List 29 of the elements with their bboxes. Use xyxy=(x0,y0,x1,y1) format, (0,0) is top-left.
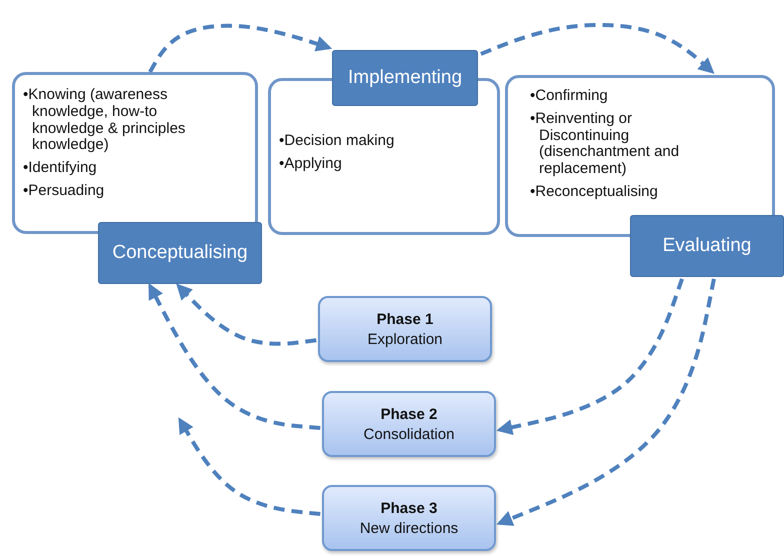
phase-title: Phase 2 xyxy=(380,406,438,422)
content-box xyxy=(505,75,775,237)
phase-name: Exploration xyxy=(367,330,443,348)
phase-name: Consolidation xyxy=(364,426,454,442)
phase-title: Phase 1 xyxy=(376,310,434,328)
content-box xyxy=(12,72,258,234)
dashed-arrow xyxy=(148,283,320,430)
bullet-item: •Knowing (awareness knowledge, how-to knowledge & principles knowledge) xyxy=(23,87,186,154)
dashed-arrow xyxy=(176,284,317,346)
stage-tab: Evaluating xyxy=(630,215,784,277)
bullet-item: •Decision making xyxy=(279,133,396,150)
bullet-item: •Persuading xyxy=(23,182,106,200)
bullet-item: •Confirming xyxy=(530,88,609,105)
phase-name: New directions xyxy=(360,520,458,536)
dashed-arrow xyxy=(480,22,714,74)
dashed-arrow xyxy=(496,278,684,436)
phase-box xyxy=(322,485,496,551)
dashed-arrow xyxy=(496,278,716,526)
bullet-item: •Applying xyxy=(279,156,343,173)
bullet-item: •Reconceptualising xyxy=(530,184,659,201)
bullet-item: •Identifying xyxy=(23,160,98,177)
bullet-item: •Reinventing or Discontinuing (disenchantment and replacement) xyxy=(530,110,680,178)
stage-tab: Conceptualising xyxy=(98,222,262,284)
phase-title: Phase 3 xyxy=(380,500,438,516)
dashed-arrow xyxy=(178,417,320,516)
stage-tab: Implementing xyxy=(332,50,478,106)
dashed-arrow xyxy=(148,24,332,73)
phase-box xyxy=(322,391,496,457)
phase-box xyxy=(318,296,492,362)
